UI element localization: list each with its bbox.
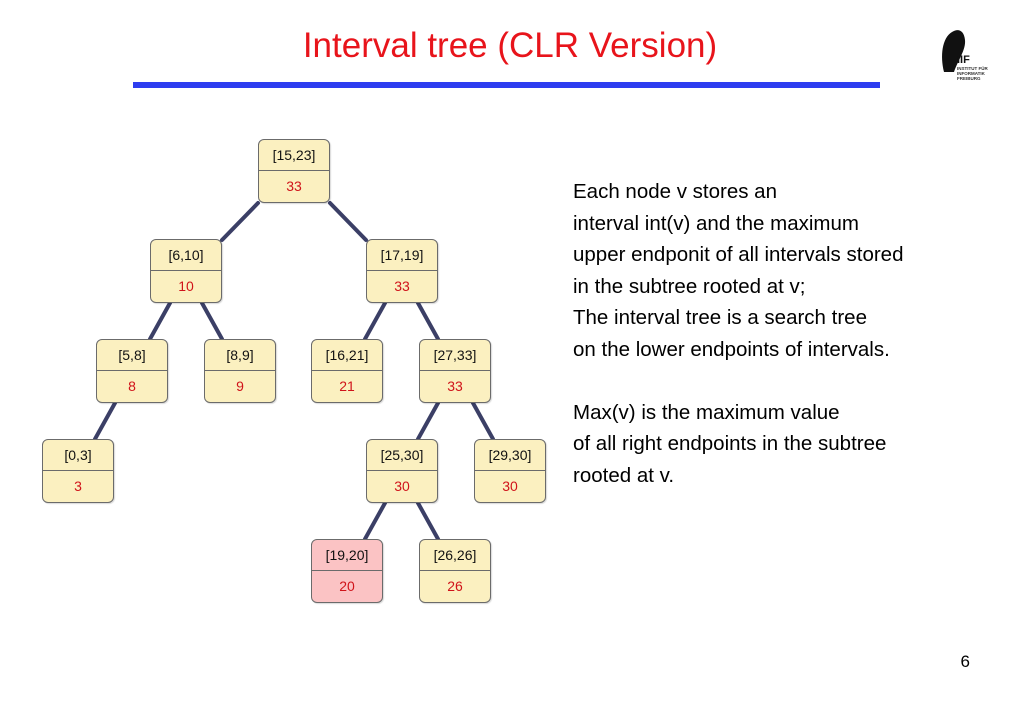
edge-root-6-10 [220,201,260,242]
description-line: upper endponit of all intervals stored [573,243,904,266]
tree-node: [6,10] 10 [150,239,222,303]
node-interval: [5,8] [97,340,167,371]
node-interval: [27,33] [420,340,490,371]
node-max: 8 [128,378,136,394]
description-line: on the lower endpoints of intervals. [573,337,890,361]
node-interval: [17,19] [367,240,437,271]
description-line: of all right endpoints in the subtree [573,432,887,455]
page-number: 6 [960,652,970,671]
tree-node: [8,9] 9 [204,339,276,403]
node-max: 30 [394,478,410,494]
edge-6-10-5-8 [148,301,172,341]
node-max: 10 [178,278,194,294]
node-interval: [6,10] [151,240,221,271]
node-interval: [16,21] [312,340,382,371]
description-line: rooted at v. [573,463,675,487]
tree-node: [29,30] 30 [474,439,546,503]
description-line: Max(v) is the maximum value [573,400,840,424]
edge-27-33-29-30 [471,401,495,441]
node-interval: [29,30] [475,440,545,471]
edge-5-8-0-3 [93,401,117,441]
node-interval: [25,30] [367,440,437,471]
node-interval: [19,20] [312,540,382,571]
node-max: 33 [286,178,302,194]
edge-root-17-19 [328,201,368,242]
logo-line: FREIBURG [957,76,981,81]
tree-node: [17,19] 33 [366,239,438,303]
node-interval: [15,23] [259,140,329,171]
edge-6-10-8-9 [200,301,224,341]
node-max: 33 [447,378,463,394]
node-interval: [8,9] [205,340,275,371]
node-interval: [0,3] [43,440,113,471]
tree-node: [25,30] 30 [366,439,438,503]
tree-node: [26,26] 26 [419,539,491,603]
node-max: 30 [502,478,518,494]
description-line: The interval tree is a search tree [573,306,867,329]
logo-line: INSTITUT FÜR [957,66,988,71]
logo-text: IIF INSTITUT FÜR INFORMATIK FREIBURG [957,54,997,82]
logo-line: INFORMATIK [957,71,985,76]
edge-27-33-25-30 [416,401,440,441]
description-line [573,365,1018,397]
node-max: 20 [339,578,355,594]
node-max: 9 [236,378,244,394]
description-line: interval int(v) and the maximum [573,211,859,235]
slide-title: Interval tree (CLR Version) [302,26,718,65]
node-max: 21 [339,378,355,394]
tree-node: [27,33] 33 [419,339,491,403]
node-max: 26 [447,578,463,594]
institute-logo: IIF INSTITUT FÜR INFORMATIK FREIBURG [934,26,988,84]
description-text: Each node v stores an interval int(v) an… [573,176,1018,491]
title-underline [133,82,880,88]
tree-node: [5,8] 8 [96,339,168,403]
description-line: in the subtree rooted at v; [573,274,806,298]
edge-25-30-26-26 [416,501,440,541]
tree-node-highlighted: [19,20] 20 [311,539,383,603]
description-line: Each node v stores an [573,180,777,203]
node-interval: [26,26] [420,540,490,571]
edge-17-19-16-21 [363,301,387,341]
logo-mark-icon [942,30,966,72]
tree-node: [0,3] 3 [42,439,114,503]
tree-node-root: [15,23] 33 [258,139,330,203]
tree-node: [16,21] 21 [311,339,383,403]
edge-25-30-19-20 [363,501,387,541]
node-max: 3 [74,478,82,494]
node-max: 33 [394,278,410,294]
edge-17-19-27-33 [416,301,440,341]
logo-mark-text: IIF [957,54,970,66]
